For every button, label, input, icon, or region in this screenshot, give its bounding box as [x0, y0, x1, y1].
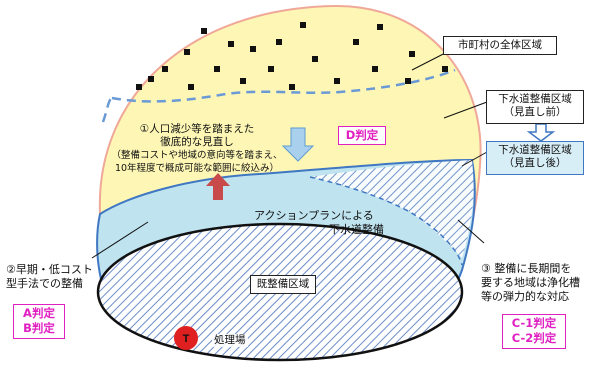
c-judgement-badge: C-1判定 C-2判定 [502, 314, 566, 349]
leader-early-lowcost [91, 221, 149, 259]
review-down-arrow [281, 127, 315, 162]
long-line2: 要する地域は浄化槽 [481, 276, 580, 289]
sewer-boundary-before-review [101, 68, 456, 123]
sewer-boundary-dashed-inner [309, 176, 463, 266]
d-judgement-badge: D判定 [338, 126, 386, 145]
whole-area-label: 市町村の全体区域 [443, 36, 557, 55]
sewer-after-review-box: 下水道整備区域 （見直し後） [486, 141, 584, 175]
b-judgement: B判定 [23, 321, 55, 335]
long-term-area-hatch [310, 160, 474, 258]
action-plan-note: アクションプランによる 下水道整備 [244, 209, 412, 237]
houses [136, 22, 448, 90]
existing-area-label: 既整備区域 [250, 275, 316, 294]
legend-down-arrow [526, 123, 556, 142]
action-line1: アクションプランによる [254, 209, 374, 222]
ab-judgement-badge: A判定 B判定 [13, 304, 65, 339]
review-note: ①人口減少等を踏まえた 徹底的な見直し （整備コストや地域の意向等を踏まえ、 1… [97, 123, 297, 175]
long-term-note: ③ 整備に長期間を 要する地域は浄化槽 等の弾力的な対応 [481, 262, 580, 304]
sewer-before-line2: （見直し前） [503, 106, 567, 118]
sewer-after-line1: 下水道整備区域 [498, 144, 572, 156]
early-line1: ②早期・低コスト [6, 263, 93, 276]
review-line3: （整備コストや地域の意向等を踏まえ、 [111, 150, 283, 161]
treatment-plant-marker-text: T [183, 333, 190, 345]
review-line4: 10年程度で概成可能な範囲に絞込み） [114, 163, 280, 174]
leader-long-term [457, 219, 485, 244]
action-plan-up-arrow [206, 173, 230, 200]
c1-judgement: C-1判定 [511, 316, 557, 330]
treatment-plant-label: 処理場 [212, 334, 248, 347]
sewer-before-review-box: 下水道整備区域 （見直し前） [486, 90, 584, 124]
review-line1: ①人口減少等を踏まえた [139, 123, 255, 135]
action-line2: 下水道整備 [329, 223, 384, 236]
early-line2: 型手法での整備 [6, 277, 83, 290]
early-lowcost-note: ②早期・低コスト 型手法での整備 [6, 263, 93, 291]
a-judgement: A判定 [23, 306, 55, 320]
long-line1: ③ 整備に長期間を [481, 262, 572, 275]
treatment-plant-icon [174, 326, 198, 350]
sewer-after-line2: （見直し後） [503, 157, 567, 169]
c2-judgement: C-2判定 [511, 331, 557, 345]
leader-before-review [443, 101, 488, 119]
long-line3: 等の弾力的な対応 [481, 290, 569, 303]
leader-after-review [461, 151, 488, 167]
sewer-before-line1: 下水道整備区域 [498, 93, 572, 105]
review-line2: 徹底的な見直し [160, 136, 234, 148]
